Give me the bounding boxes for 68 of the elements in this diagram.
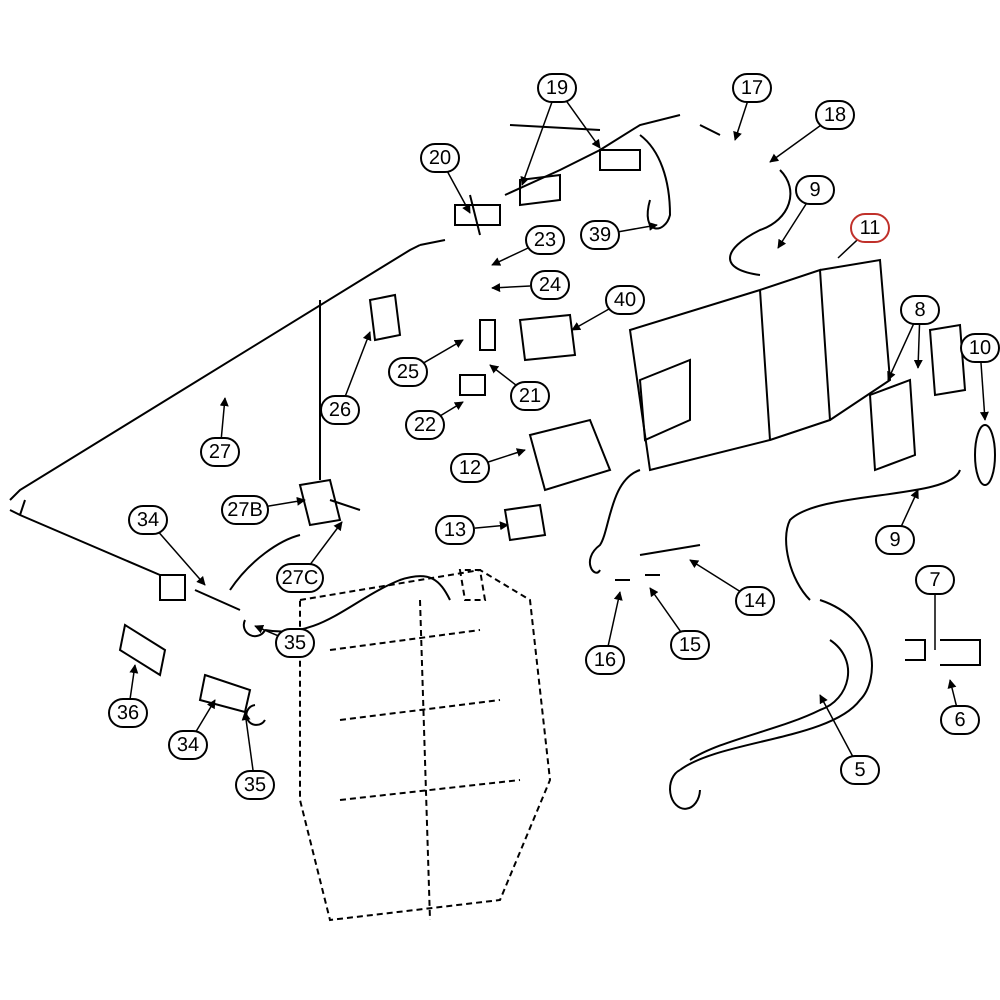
leader-line	[571, 308, 610, 331]
leader-line	[619, 222, 658, 232]
callout-number: 26	[320, 395, 360, 425]
callout-number: 20	[420, 143, 460, 173]
callout-number: 27B	[221, 495, 269, 525]
leader-line	[344, 331, 372, 396]
callout-number: 27C	[276, 563, 324, 593]
leader-line	[900, 489, 919, 526]
callout-number: 18	[815, 100, 855, 130]
leader-line	[196, 699, 216, 732]
leader-line	[242, 711, 254, 770]
callout-number: 39	[580, 220, 620, 250]
leader-line	[837, 239, 858, 259]
callout-number: 17	[732, 73, 772, 103]
leader-line	[440, 401, 464, 416]
leader-line	[129, 664, 138, 698]
leader-line	[948, 679, 958, 706]
callout-number: 40	[605, 285, 645, 315]
leader-line	[520, 102, 552, 186]
leader-line	[887, 324, 914, 381]
callout-number: 5	[840, 755, 880, 785]
leader-line	[934, 595, 936, 650]
callout-number: 23	[525, 225, 565, 255]
callout-number: 13	[435, 515, 475, 545]
leader-line	[254, 625, 278, 636]
callout-number: 24	[530, 270, 570, 300]
callout-number: 22	[405, 410, 445, 440]
callout-number: 35	[275, 628, 315, 658]
leader-line	[980, 362, 989, 421]
leader-line	[220, 397, 229, 438]
leader-line	[733, 102, 748, 141]
callout-number: 7	[915, 565, 955, 595]
callout-number: 16	[585, 645, 625, 675]
callout-number: 11	[850, 213, 890, 243]
callout-number: 35	[235, 770, 275, 800]
leader-line	[158, 532, 206, 586]
leader-line	[474, 521, 509, 530]
leader-line	[777, 203, 808, 249]
callout-number: 21	[510, 381, 550, 411]
leader-line	[491, 247, 528, 266]
callout-number: 27	[200, 437, 240, 467]
callout-number: 12	[450, 453, 490, 483]
leader-line	[488, 448, 526, 463]
callout-number: 15	[670, 630, 710, 660]
callout-number: 34	[128, 505, 168, 535]
callout-number: 36	[108, 698, 148, 728]
leader-line	[608, 591, 623, 646]
callout-number: 9	[875, 525, 915, 555]
callout-number: 19	[537, 73, 577, 103]
leader-line	[649, 587, 682, 632]
leader-line	[819, 694, 854, 756]
callout-number: 8	[900, 295, 940, 325]
callout-number: 10	[960, 333, 1000, 363]
leader-line	[566, 100, 601, 149]
leader-line	[423, 339, 464, 364]
callout-number: 34	[168, 730, 208, 760]
leader-line	[446, 172, 471, 214]
callout-number: 6	[940, 705, 980, 735]
leader-line	[268, 496, 306, 507]
leader-line	[914, 324, 923, 369]
callout-number: 9	[795, 175, 835, 205]
leader-line	[689, 559, 740, 592]
leader-line	[491, 283, 530, 292]
callout-number: 14	[735, 586, 775, 616]
leader-line	[489, 364, 517, 386]
callout-number: 25	[388, 357, 428, 387]
leader-line	[310, 521, 343, 565]
leader-line	[769, 124, 822, 163]
